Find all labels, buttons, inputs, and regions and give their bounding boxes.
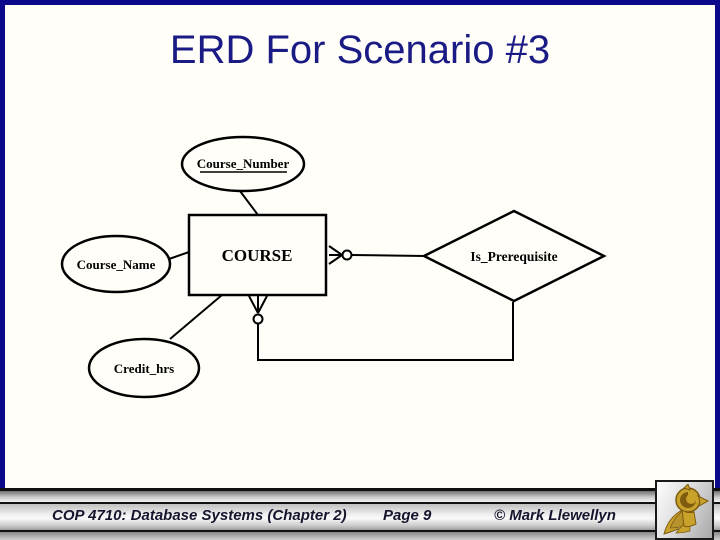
footer-main-band: COP 4710: Database Systems (Chapter 2) P… [0,504,720,532]
footer-page-label: Page 9 [383,507,432,524]
ucf-logo-box [655,480,714,540]
crows-foot-zero-many-right [328,245,425,265]
footer-copyright-label: © Mark Llewellyn [494,507,616,524]
attribute-course-name: Course_Name [60,234,172,294]
relationship-is-prerequisite: Is_Prerequisite [421,209,607,303]
attribute-course-number: Course_Number [180,135,306,193]
pegasus-icon [662,484,709,535]
attribute-course-number-label: Course_Number [197,156,290,171]
relationship-label: Is_Prerequisite [470,249,557,264]
entity-course: COURSE [187,213,328,297]
slide-title: ERD For Scenario #3 [169,28,551,72]
connector-course-number [239,190,259,216]
connector-course-name [168,251,190,260]
attribute-credit-hrs-label: Credit_hrs [114,361,174,376]
attribute-credit-hrs: Credit_hrs [87,337,201,399]
footer-bottom-band [0,532,720,540]
crows-foot-zero-many-bottom [248,295,514,361]
attribute-course-name-label: Course_Name [77,257,156,272]
footer-top-band [0,488,720,504]
footer-course-label: COP 4710: Database Systems (Chapter 2) [52,507,347,524]
entity-course-label: COURSE [222,246,293,265]
footer-bar: COP 4710: Database Systems (Chapter 2) P… [0,488,720,540]
connector-credit-hrs [169,294,223,340]
